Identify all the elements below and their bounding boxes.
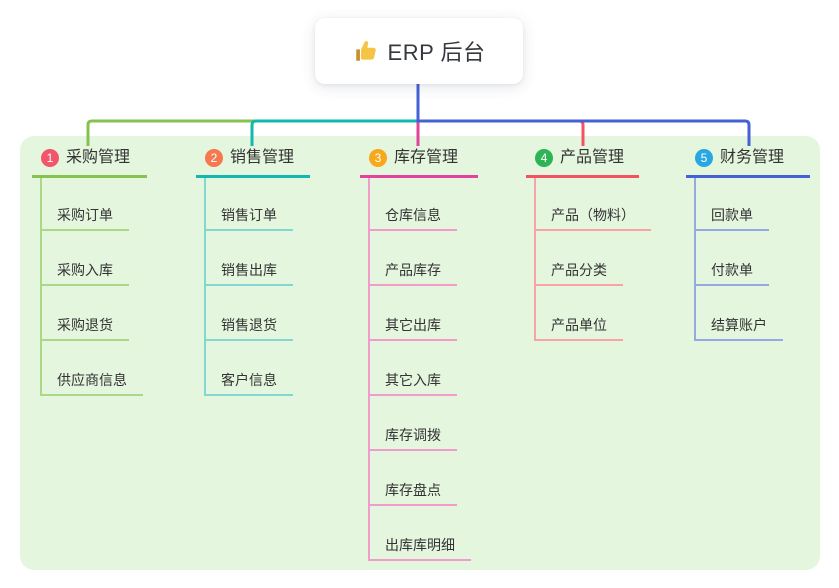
child-rail-branch-1 (40, 177, 42, 396)
root-node[interactable]: ERP 后台 (315, 18, 523, 84)
child-node[interactable]: 采购订单 (40, 206, 129, 231)
child-node[interactable]: 其它出库 (368, 316, 457, 341)
child-node[interactable]: 产品（物料） (534, 206, 651, 231)
child-node[interactable]: 其它入库 (368, 371, 457, 396)
topic-finance-management[interactable]: 5 财务管理 (686, 147, 810, 178)
child-node[interactable]: 销售订单 (204, 206, 293, 231)
badge-4: 4 (535, 149, 553, 167)
child-node[interactable]: 客户信息 (204, 371, 293, 396)
child-rail-branch-3 (368, 177, 370, 561)
child-node[interactable]: 产品库存 (368, 261, 457, 286)
root-title: ERP 后台 (387, 40, 486, 65)
background-panel (20, 136, 820, 570)
topic-label: 销售管理 (230, 149, 295, 166)
topic-inventory-management[interactable]: 3 库存管理 (360, 147, 478, 178)
badge-3: 3 (369, 149, 387, 167)
topic-label: 财务管理 (720, 149, 785, 166)
child-node[interactable]: 结算账户 (694, 316, 783, 341)
child-node[interactable]: 回款单 (694, 206, 769, 231)
topic-sales-management[interactable]: 2 销售管理 (196, 147, 310, 178)
child-rail-branch-5 (694, 177, 696, 341)
child-node[interactable]: 产品单位 (534, 316, 623, 341)
topic-purchase-management[interactable]: 1 采购管理 (32, 147, 147, 178)
badge-5: 5 (695, 149, 713, 167)
child-node[interactable]: 采购入库 (40, 261, 129, 286)
child-rail-branch-4 (534, 177, 536, 341)
child-node[interactable]: 仓库信息 (368, 206, 457, 231)
thumbs-up-icon (353, 38, 379, 64)
topic-label: 库存管理 (394, 149, 459, 166)
child-node[interactable]: 付款单 (694, 261, 769, 286)
child-node[interactable]: 销售出库 (204, 261, 293, 286)
child-node[interactable]: 销售退货 (204, 316, 293, 341)
topic-product-management[interactable]: 4 产品管理 (526, 147, 639, 178)
child-node[interactable]: 采购退货 (40, 316, 129, 341)
child-node[interactable]: 库存盘点 (368, 481, 457, 506)
child-node[interactable]: 出库库明细 (368, 536, 471, 561)
badge-1: 1 (41, 149, 59, 167)
badge-2: 2 (205, 149, 223, 167)
child-node[interactable]: 供应商信息 (40, 371, 143, 396)
topic-label: 产品管理 (560, 149, 625, 166)
topic-label: 采购管理 (66, 149, 131, 166)
child-rail-branch-2 (204, 177, 206, 396)
child-node[interactable]: 库存调拨 (368, 426, 457, 451)
child-node[interactable]: 产品分类 (534, 261, 623, 286)
